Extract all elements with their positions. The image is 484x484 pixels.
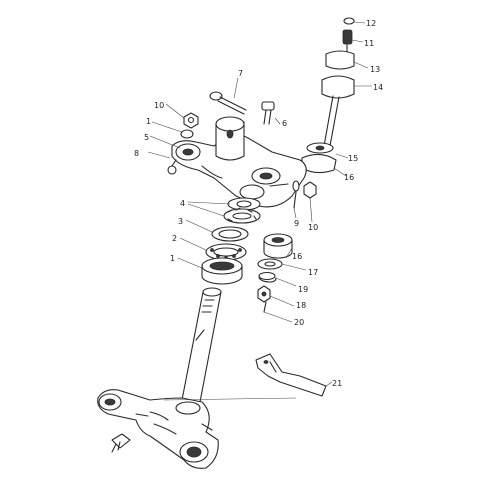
- short-bolt: [261, 101, 275, 125]
- callout-19: 19: [298, 285, 308, 294]
- callout-12: 12: [366, 19, 376, 28]
- callout-16-lower: 16: [292, 252, 302, 261]
- long-bolt: [209, 91, 247, 115]
- callout-1-lower: 1: [170, 254, 175, 263]
- callout-14: 14: [373, 83, 383, 92]
- callout-5: 5: [144, 133, 149, 142]
- steering-stem: [181, 287, 222, 403]
- right-small-parts: [292, 180, 317, 209]
- callout-2: 2: [172, 234, 177, 243]
- cable-guide: [255, 353, 327, 397]
- lower-bracket: [97, 389, 219, 469]
- callout-21: 21: [332, 379, 342, 388]
- callout-17: 17: [308, 268, 318, 277]
- leader-lines: [147, 21, 372, 401]
- callout-13: 13: [370, 65, 380, 74]
- right-lower-stack: [257, 233, 293, 313]
- bearing-race: [211, 226, 249, 242]
- upper-bracket: [167, 116, 307, 208]
- ball-bearing: [205, 243, 247, 261]
- callout-9: 9: [294, 219, 299, 228]
- callout-6: 6: [282, 119, 287, 128]
- handlebar-bolt-stack: [301, 17, 355, 174]
- callout-16-upper: 16: [344, 173, 354, 182]
- callout-1-upper: 1: [146, 117, 151, 126]
- callout-3: 3: [178, 217, 183, 226]
- callout-7: 7: [238, 69, 243, 78]
- ring-nut-stack: [223, 197, 261, 224]
- callout-20: 20: [294, 318, 304, 327]
- bottom-left-bolt: [111, 433, 131, 453]
- callout-8: 8: [134, 149, 139, 158]
- dust-seal: [201, 257, 243, 285]
- callout-10-right: 10: [308, 223, 318, 232]
- callout-10-left: 10: [154, 101, 164, 110]
- callout-18: 18: [296, 301, 306, 310]
- callout-labels: 12 11 13 14 7 10 1 5 6 8 15 16 4 9 10 3 …: [134, 19, 383, 388]
- left-nuts: [180, 112, 199, 139]
- callout-15: 15: [348, 154, 358, 163]
- callout-11: 11: [364, 39, 374, 48]
- callout-4: 4: [180, 199, 185, 208]
